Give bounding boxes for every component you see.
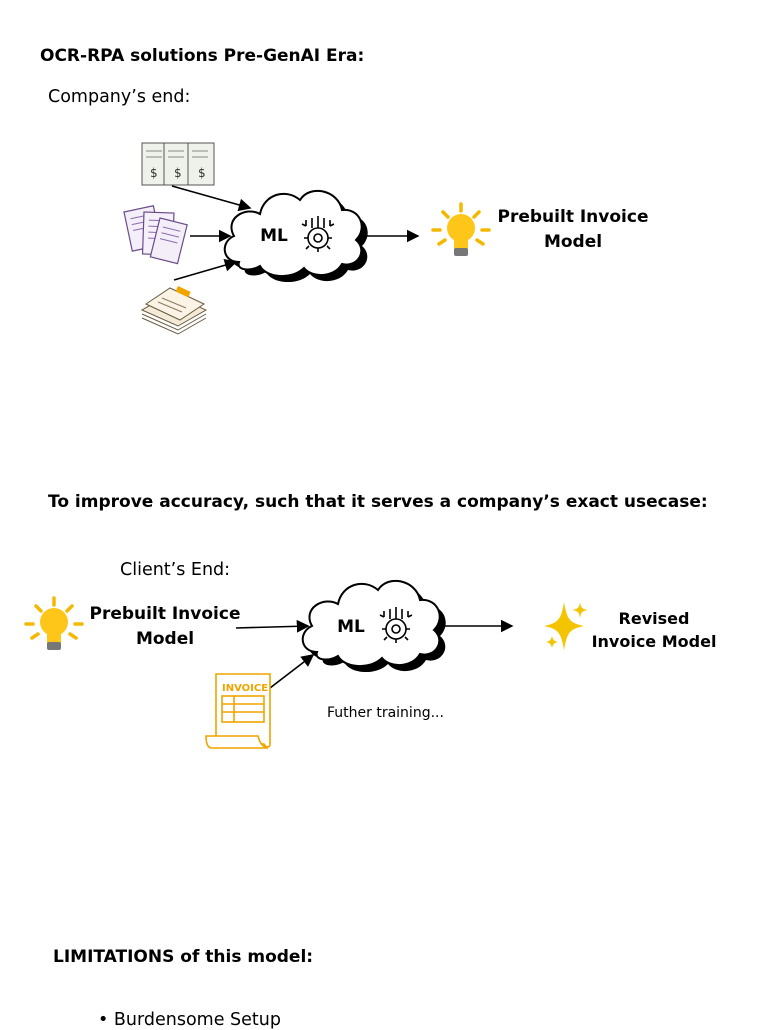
gear-chip-icon: [379, 607, 413, 643]
receipts-icon: $ $ $: [141, 142, 215, 186]
section1-arrows: [171, 185, 420, 281]
ml-label: ML: [260, 226, 288, 246]
section2-title: To improve accuracy, such that it serves…: [48, 492, 708, 512]
invoice-document-icon: [205, 673, 271, 749]
lightbulb-icon: [431, 202, 491, 256]
svg-text:$: $: [150, 166, 158, 180]
section2-subtitle: Client’s End:: [120, 560, 231, 580]
prebuilt-invoice-model-label: Prebuilt Invoice Model: [497, 207, 649, 252]
section2-arrows: [235, 619, 514, 689]
svg-text:$: $: [198, 166, 206, 180]
svg-text:$: $: [174, 166, 182, 180]
section1-title: OCR-RPA solutions Pre-GenAI Era:: [40, 46, 365, 66]
ml-label: ML: [337, 617, 365, 637]
ml-cloud: [301, 580, 446, 673]
invoice-papers-icon: [123, 205, 188, 265]
gear-chip-icon: [301, 216, 335, 252]
further-training-note: Futher training...: [327, 705, 444, 721]
prebuilt-invoice-model-label: Prebuilt Invoice Model: [89, 604, 241, 649]
ml-cloud: [223, 190, 368, 283]
section3-title: LIMITATIONS of this model:: [53, 947, 314, 967]
revised-invoice-model-label: Revised Invoice Model: [591, 609, 717, 651]
section1-subtitle: Company’s end:: [48, 87, 191, 107]
lightbulb-icon: [24, 596, 84, 650]
invoice-doc-label: INVOICE: [222, 683, 268, 694]
sparkles-icon: [544, 602, 588, 650]
bullet-dot: •: [98, 1010, 114, 1030]
bullet-text: Burdensome Setup: [113, 1010, 281, 1030]
limitation-bullet: • Burdensome Setup: [98, 1010, 281, 1030]
document-stack-icon: [140, 285, 208, 335]
